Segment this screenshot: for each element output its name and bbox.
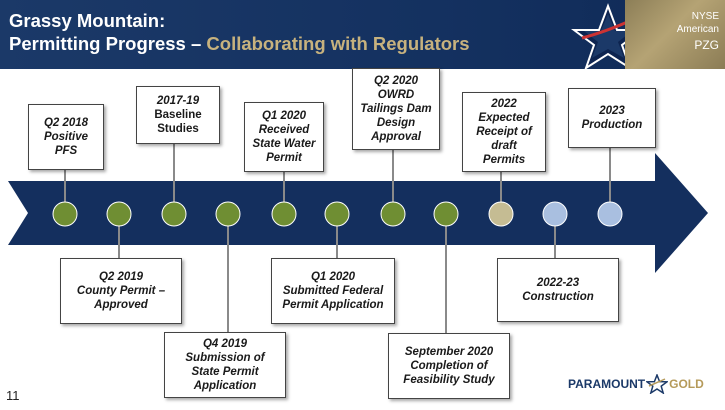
- ticker-exchange: NYSE: [691, 11, 719, 22]
- milestone-box-2023: 2023 Production: [568, 88, 656, 148]
- connector-q1-2020-federal: [336, 225, 338, 258]
- connector-q1-2020-water: [283, 171, 285, 203]
- ticker-market: American: [676, 24, 719, 35]
- milestone-dot: [542, 201, 568, 227]
- paramount-gold-logo: PARAMOUNT GOLD: [568, 374, 704, 394]
- milestone-dot: [106, 201, 132, 227]
- header-banner: Grassy Mountain: Permitting Progress – C…: [0, 0, 725, 69]
- milestone-dot: [271, 201, 297, 227]
- milestone-box-q4-2019: Q4 2019 Submission of State Permit Appli…: [164, 332, 286, 398]
- title-dash: –: [185, 33, 207, 54]
- logo-star-icon: [646, 374, 669, 394]
- connector-q2-2019: [118, 225, 120, 258]
- milestone-dot: [215, 201, 241, 227]
- milestone-box-2022: 2022 Expected Receipt of draft Permits: [462, 92, 546, 172]
- milestone-box-sept-2020: September 2020 Completion of Feasibility…: [388, 333, 510, 399]
- title-accent: Collaborating with Regulators: [206, 33, 470, 54]
- connector-2022-23: [554, 225, 556, 258]
- title-line-2: Permitting Progress – Collaborating with…: [9, 32, 470, 55]
- milestone-dot: [161, 201, 187, 227]
- milestone-dot: [380, 201, 406, 227]
- milestone-box-q1-2020-water: Q1 2020 Received State Water Permit: [244, 102, 324, 172]
- ticker-symbol: PZG: [694, 38, 719, 52]
- milestone-box-q2-2018: Q2 2018 Positive PFS: [28, 104, 104, 170]
- logo-text-gold: GOLD: [669, 377, 704, 391]
- milestone-dot: [597, 201, 623, 227]
- page-title: Grassy Mountain: Permitting Progress – C…: [9, 9, 470, 55]
- milestone-box-q1-2020-federal: Q1 2020 Submitted Federal Permit Applica…: [271, 258, 395, 324]
- connector-2017-19: [173, 143, 175, 203]
- milestone-dot: [433, 201, 459, 227]
- connector-q2-2020: [392, 148, 394, 203]
- milestone-box-q2-2019: Q2 2019 County Permit – Approved: [60, 258, 182, 324]
- connector-sept-2020: [445, 225, 447, 333]
- connector-2022: [500, 171, 502, 203]
- milestone-box-2022-23: 2022-23 Construction: [497, 258, 619, 322]
- milestone-box-2017-19: 2017-19 Baseline Studies: [136, 86, 220, 144]
- connector-q4-2019: [227, 225, 229, 332]
- milestone-dot: [324, 201, 350, 227]
- milestone-dot: [52, 201, 78, 227]
- title-prefix: Permitting Progress: [9, 33, 186, 54]
- milestone-dot: [488, 201, 514, 227]
- title-line-1: Grassy Mountain:: [9, 10, 166, 31]
- connector-2023: [609, 146, 611, 203]
- ticker-badge: NYSE American PZG: [625, 0, 725, 69]
- milestone-box-q2-2020: Q2 2020 OWRD Tailings Dam Design Approva…: [352, 68, 440, 150]
- logo-text-paramount: PARAMOUNT: [568, 377, 646, 391]
- page-number: 11: [6, 388, 20, 403]
- connector-q2-2018: [64, 170, 66, 203]
